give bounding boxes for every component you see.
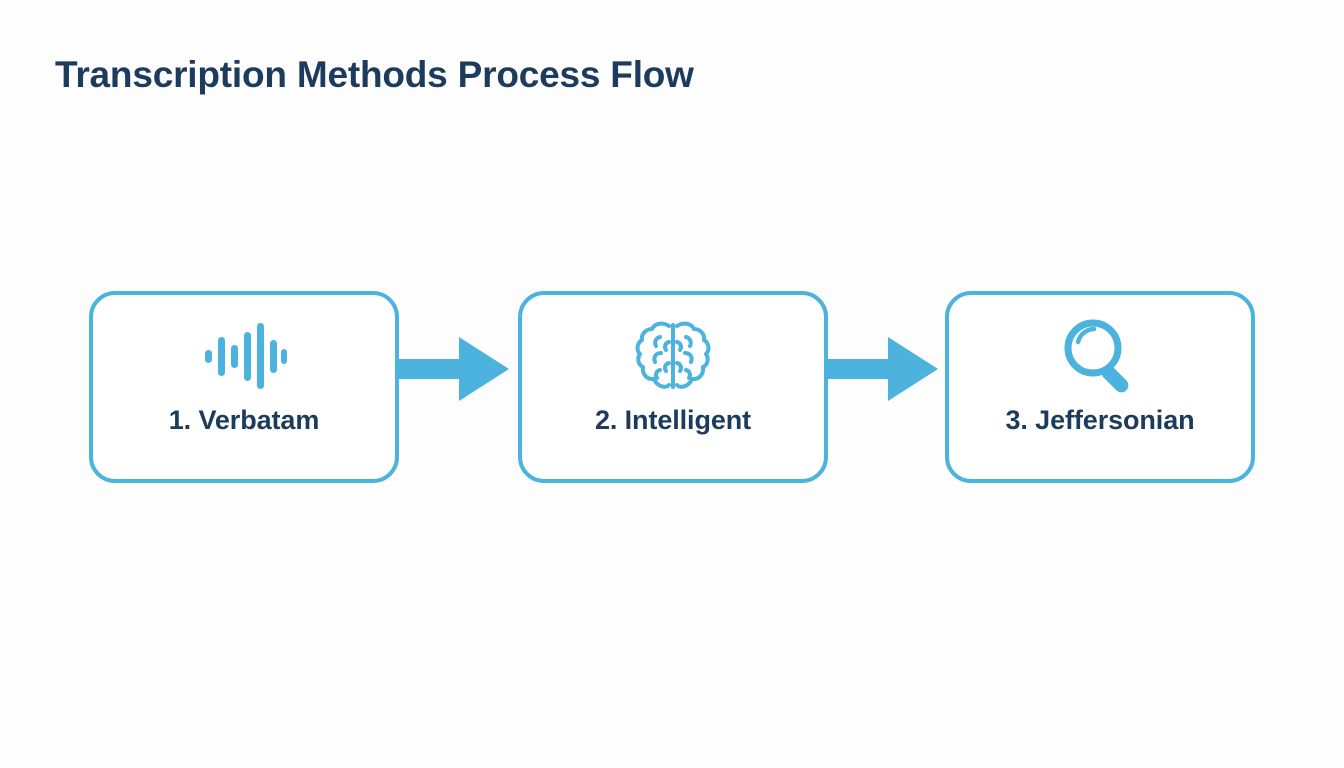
audio-waveform-icon [198,319,290,393]
magnifying-glass-icon [1054,319,1146,393]
step-card-2[interactable]: 2. Intelligent [518,291,828,483]
arrow-right-icon-1 [397,337,509,401]
step-label-1: 1. Verbatam [168,405,320,435]
step-card-3[interactable]: 3. Jeffersonian [945,291,1255,483]
process-flow-diagram: 1. Verbatam [0,291,1344,483]
brain-icon [627,319,719,393]
step-label-3: 3. Jeffersonian [1005,405,1195,435]
page-title: Transcription Methods Process Flow [55,54,694,95]
step-label-2: 2. Intelligent [594,405,752,435]
step-card-1[interactable]: 1. Verbatam [89,291,399,483]
arrow-right-icon-2 [826,337,938,401]
